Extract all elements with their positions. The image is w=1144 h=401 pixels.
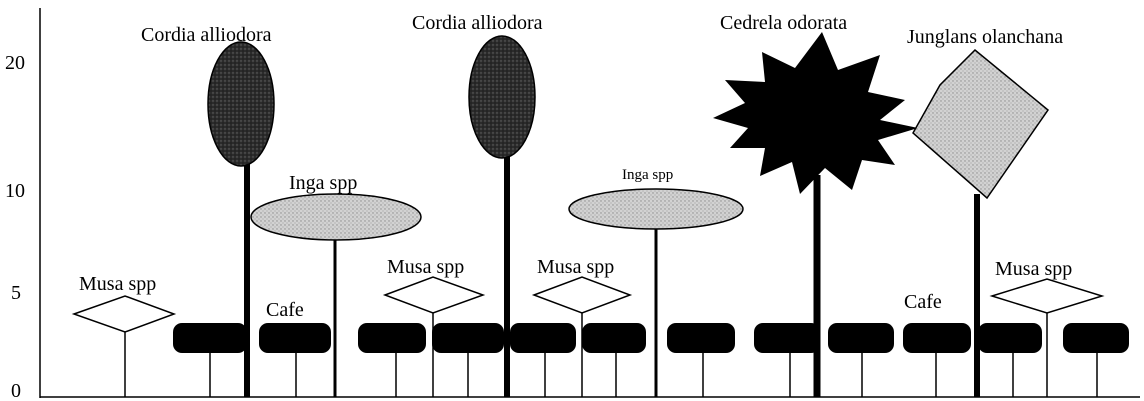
musa-4-crown [992,279,1102,313]
coffee-bush [510,323,576,353]
inga-1-crown [251,194,421,240]
label-musa-4: Musa spp [995,258,1072,280]
coffee-bush [358,323,426,353]
coffee-bush [828,323,894,353]
coffee-bush [432,323,504,353]
coffee-bush [173,323,247,353]
y-tick-10: 10 [5,180,25,202]
coffee-bush [903,323,971,353]
cordia-1-crown [208,42,274,166]
coffee-bush [1063,323,1129,353]
y-tick-20: 20 [5,52,25,74]
musa-2-crown [385,277,483,313]
label-juglans: Junglans olanchana [907,26,1063,48]
label-cafe-1: Cafe [266,299,304,321]
cedrela-crown [713,32,918,194]
coffee-bush [582,323,646,353]
label-musa-1: Musa spp [79,273,156,295]
coffee-stems [210,352,1097,397]
label-musa-3: Musa spp [537,256,614,278]
musa-1-crown [74,296,174,332]
label-cedrela: Cedrela odorata [720,12,847,34]
coffee-bush [754,323,820,353]
juglans-crown [913,50,1048,198]
label-inga-1: Inga spp [289,172,357,194]
label-musa-2: Musa spp [387,256,464,278]
coffee-bush [667,323,735,353]
inga-2-crown [569,189,743,229]
cordia-2-crown [469,36,535,158]
label-cafe-2: Cafe [904,291,942,313]
y-tick-0: 0 [11,380,21,401]
y-tick-5: 5 [11,282,21,304]
label-cordia-1: Cordia alliodora [141,24,272,46]
label-cordia-2: Cordia alliodora [412,12,543,34]
coffee-bush [259,323,331,353]
coffee-bush [978,323,1042,353]
musa-3-crown [534,277,630,313]
coffee-bushes [173,323,1129,353]
label-inga-2: Inga spp [622,167,673,183]
